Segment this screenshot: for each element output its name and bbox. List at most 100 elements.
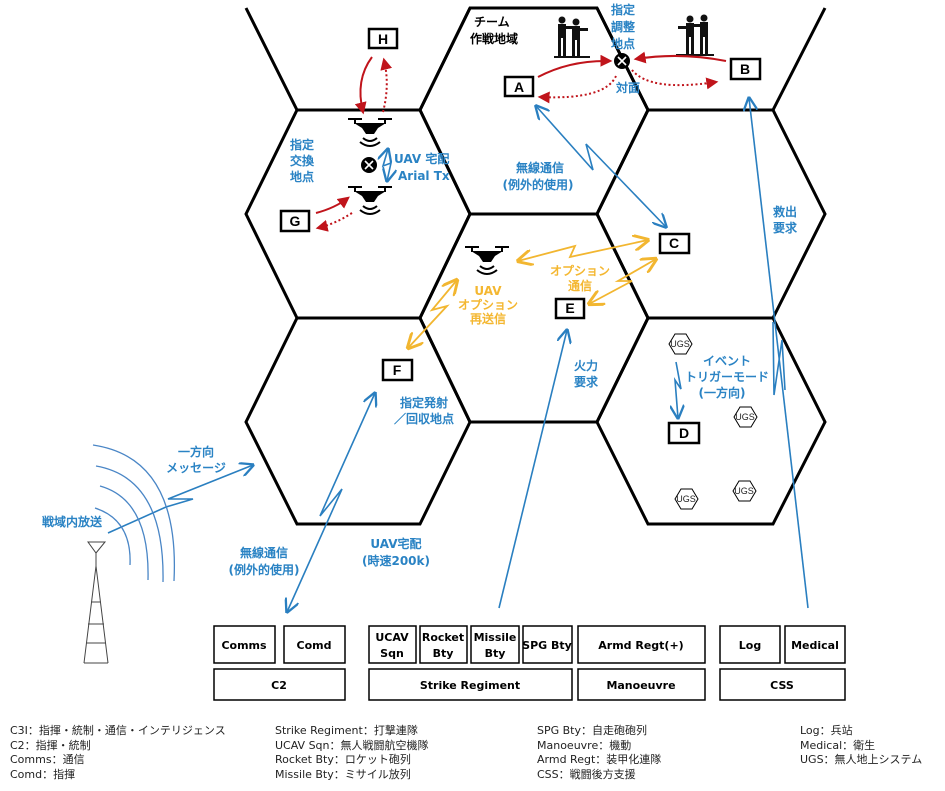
svg-text:C2: C2 xyxy=(271,679,287,692)
unit-css[interactable]: CSS xyxy=(719,668,846,701)
legend-item: Strike Regiment：打撃連隊 xyxy=(275,724,418,737)
radio-exception-label: 無線通信 xyxy=(516,160,564,175)
ugs-sensor[interactable]: UGS xyxy=(733,406,758,428)
node-b[interactable]: B xyxy=(729,57,762,81)
hex-grid xyxy=(244,6,827,526)
launch-recovery-label: ／回収地点 xyxy=(394,411,454,426)
fire-request-label: 要求 xyxy=(574,374,599,389)
soldier-icon xyxy=(554,16,590,58)
legend-item: Log：兵站 xyxy=(800,724,853,737)
unit-comd[interactable]: Comd xyxy=(283,625,346,664)
option-link-drone-c xyxy=(518,240,648,261)
svg-text:D: D xyxy=(679,425,689,441)
exchange-point-marker xyxy=(361,157,377,173)
rescue-request-label: 救出 xyxy=(773,204,797,219)
svg-text:Manoeuvre: Manoeuvre xyxy=(606,679,675,692)
svg-text:UGS: UGS xyxy=(735,412,755,422)
uav-delivery-link xyxy=(383,149,391,181)
radio-exception-label: (例外的使用) xyxy=(503,177,574,192)
legend-column: Log：兵站 Medical：衛生 UGS：無人地上システム xyxy=(800,724,922,768)
legend-item: Medical：衛生 xyxy=(800,738,876,752)
broadcast-waves xyxy=(92,444,176,583)
launch-recovery-label: 指定発射 xyxy=(400,395,448,410)
legend-item: C2：指揮・統制 xyxy=(10,738,91,752)
node-h[interactable]: H xyxy=(367,27,399,50)
legend-column: C3I：指揮・統制・通信・インテリジェンス C2：指揮・統制 Comms：通信 … xyxy=(10,724,226,782)
legend-item: CSS：戦闘後方支援 xyxy=(537,767,636,781)
svg-text:UGS: UGS xyxy=(670,339,690,349)
radio-exception-label-bottom: (例外的使用) xyxy=(229,562,300,577)
drone-icon xyxy=(348,118,392,147)
unit-log[interactable]: Log xyxy=(719,625,781,664)
legend-column: SPG Bty：自走砲砲列 Manoeuvre：機動 Armd Regt：装甲化… xyxy=(537,724,661,782)
legend-item: Comms：通信 xyxy=(10,753,85,766)
svg-text:A: A xyxy=(514,79,524,95)
arrow-b-to-point xyxy=(633,51,727,64)
svg-text:H: H xyxy=(378,31,388,47)
svg-text:Comms: Comms xyxy=(221,639,267,652)
radio-link-a-c xyxy=(536,106,666,227)
node-d[interactable]: D xyxy=(667,421,701,445)
ugs-sensor[interactable]: UGS xyxy=(674,488,699,510)
unit-c2[interactable]: C2 xyxy=(213,668,346,701)
unit-comms[interactable]: Comms xyxy=(213,625,276,664)
legend-column: Strike Regiment：打撃連隊 UCAV Sqn：無人戦闘航空機隊 R… xyxy=(275,724,429,782)
ugs-sensor[interactable]: UGS xyxy=(732,480,757,502)
svg-text:UGS: UGS xyxy=(676,494,696,504)
legend-item: Comd：指揮 xyxy=(10,767,76,781)
team-area-label: 作戦地域 xyxy=(470,31,518,46)
designated-adjust-label: 地点 xyxy=(611,36,635,51)
uav-delivery-label: Arial Tx xyxy=(398,169,450,183)
team-area-label: チーム xyxy=(474,15,510,29)
uav-option-label: オプション xyxy=(458,297,518,312)
oneway-message-link xyxy=(107,465,253,534)
rescue-request-link-b xyxy=(749,98,809,609)
oneway-message-label: 一方向 xyxy=(178,444,214,459)
unit-manoeuvre[interactable]: Manoeuvre xyxy=(577,668,706,701)
blue-comm-links xyxy=(107,98,809,612)
radio-link-f-c2 xyxy=(287,393,375,612)
uav-delivery-label: UAV 宅配 xyxy=(394,151,449,166)
node-c[interactable]: C xyxy=(658,232,691,255)
designated-adjust-label: 指定 xyxy=(611,2,635,17)
arrow-a-to-point xyxy=(537,54,613,78)
arrow-g-to-drone xyxy=(315,196,350,214)
oneway-message-label: メッセージ xyxy=(166,461,226,475)
unit-medical[interactable]: Medical xyxy=(784,625,846,664)
designated-exchange-label: 地点 xyxy=(290,169,314,184)
node-g[interactable]: G xyxy=(279,209,311,233)
node-a[interactable]: A xyxy=(503,75,535,98)
arrow-drone-to-g xyxy=(315,212,353,232)
fire-request-link-e xyxy=(498,330,567,609)
adjustment-point-marker xyxy=(614,53,630,69)
svg-text:Bty: Bty xyxy=(485,647,506,660)
legend-item: UGS：無人地上システム xyxy=(800,753,923,766)
svg-text:C: C xyxy=(669,235,679,251)
svg-text:Rocket: Rocket xyxy=(422,631,464,644)
legend-item: Rocket Bty：ロケット砲列 xyxy=(275,753,411,766)
drone-icon xyxy=(348,186,392,215)
option-link-e-c xyxy=(589,259,656,304)
unit-strike-regiment[interactable]: Strike Regiment xyxy=(368,668,573,701)
svg-text:Strike Regiment: Strike Regiment xyxy=(420,679,520,692)
ugs-sensor[interactable]: UGS xyxy=(668,333,693,355)
rescue-request-label: 要求 xyxy=(773,220,798,235)
svg-text:UCAV: UCAV xyxy=(375,631,409,644)
option-comm-label: 通信 xyxy=(568,278,592,293)
node-e[interactable]: E xyxy=(554,297,586,320)
node-f[interactable]: F xyxy=(381,358,414,382)
option-comm-links xyxy=(408,240,656,348)
unit-spg-bty[interactable]: SPG Bty xyxy=(522,625,573,664)
svg-text:CSS: CSS xyxy=(770,679,794,692)
designated-adjust-label: 調整 xyxy=(611,19,635,34)
svg-text:Bty: Bty xyxy=(433,647,454,660)
svg-text:E: E xyxy=(565,300,574,316)
unit-armd-regt[interactable]: Armd Regt(+) xyxy=(577,625,706,664)
legend-item: SPG Bty：自走砲砲列 xyxy=(537,724,648,737)
svg-text:G: G xyxy=(290,213,301,229)
rescue-zigzag xyxy=(772,321,786,396)
